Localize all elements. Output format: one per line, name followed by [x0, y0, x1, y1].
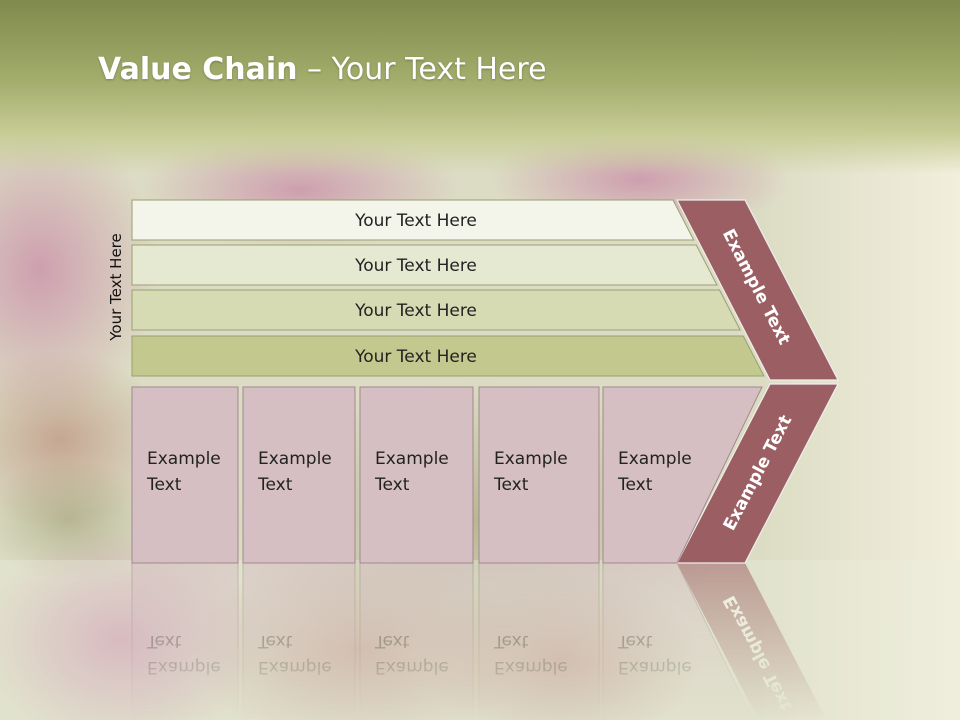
activity-box-label-reflection: Example — [147, 657, 221, 677]
value-bar — [131, 244, 718, 286]
activity-box — [131, 386, 239, 564]
activity-box-label: Text — [374, 475, 410, 495]
activity-box — [359, 386, 474, 564]
activity-box-label-reflection: Example — [494, 657, 568, 677]
activity-box-label: Text — [617, 475, 653, 495]
activity-box-label-reflection: Example — [618, 657, 692, 677]
activity-box — [478, 386, 600, 564]
activity-box-label: Example — [375, 449, 449, 469]
activity-box-label-reflection: Text — [617, 631, 653, 651]
value-bar — [131, 199, 695, 241]
activity-box-label-reflection: Text — [374, 631, 410, 651]
value-bar — [131, 289, 741, 331]
activity-box-label-reflection: Text — [257, 631, 293, 651]
value-bar-label: Your Text Here — [354, 301, 477, 321]
chevron-reflection — [677, 563, 827, 720]
slide-title: Value Chain – Your Text Here — [98, 52, 547, 87]
value-bar — [131, 335, 765, 377]
value-bar-label: Your Text Here — [354, 256, 477, 276]
value-bar-label: Your Text Here — [354, 211, 477, 231]
title-rest: – Your Text Here — [297, 52, 547, 87]
activity-box-label-reflection: Text — [493, 631, 529, 651]
activity-box — [242, 386, 356, 564]
activity-box-label: Text — [493, 475, 529, 495]
value-bar-label: Your Text Here — [354, 347, 477, 367]
activity-box-label: Example — [258, 449, 332, 469]
activity-box-label: Text — [146, 475, 182, 495]
activity-box-label: Text — [257, 475, 293, 495]
activity-box-label: Example — [618, 449, 692, 469]
activity-box — [602, 386, 763, 564]
chevron-lower-arm — [676, 383, 839, 564]
activity-box-label-reflection: Example — [375, 657, 449, 677]
chevron-upper-arm — [676, 199, 839, 381]
activity-box-label: Example — [494, 449, 568, 469]
activity-box-label: Example — [147, 449, 221, 469]
activity-box-label-reflection: Example — [258, 657, 332, 677]
activity-box-label-reflection: Text — [146, 631, 182, 651]
title-bold: Value Chain — [98, 52, 298, 87]
